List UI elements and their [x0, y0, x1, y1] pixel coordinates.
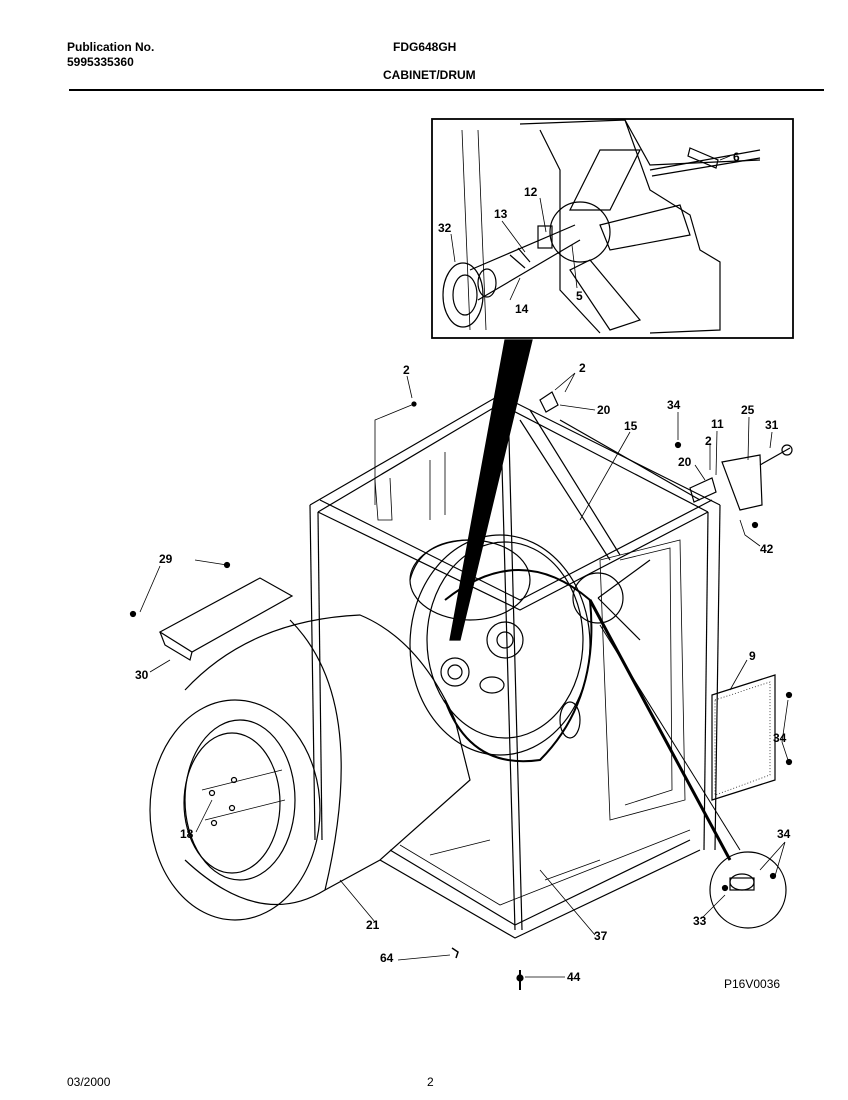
callout-2-right: 2 — [705, 434, 712, 448]
callout-44: 44 — [567, 970, 581, 984]
header-rule — [69, 89, 824, 91]
callout-14: 14 — [515, 302, 529, 316]
callout-2-top: 2 — [579, 361, 586, 375]
diagram-code: P16V0036 — [724, 977, 781, 991]
callout-42: 42 — [760, 542, 774, 556]
drum-rear — [409, 534, 651, 763]
callout-6: 6 — [733, 150, 740, 164]
callout-15: 15 — [624, 419, 638, 433]
callout-32: 32 — [438, 221, 452, 235]
callout-34-bottom: 34 — [777, 827, 791, 841]
sensor-detail — [709, 851, 787, 929]
callout-25: 25 — [741, 403, 755, 417]
inset-detail — [431, 118, 794, 339]
callout-34-right: 34 — [773, 731, 787, 745]
callout-30: 30 — [135, 668, 149, 682]
callout-37: 37 — [594, 929, 608, 943]
page-number: 2 — [427, 1075, 434, 1089]
callout-13: 13 — [494, 207, 508, 221]
section-title: CABINET/DRUM — [383, 68, 476, 82]
inset-pointer — [449, 339, 533, 641]
callout-2-left: 2 — [403, 363, 410, 377]
footer-date: 03/2000 — [67, 1075, 111, 1089]
callout-21: 21 — [366, 918, 380, 932]
model-number: FDG648GH — [393, 40, 457, 54]
callout-31: 31 — [765, 418, 779, 432]
callout-34-top: 34 — [667, 398, 681, 412]
callout-9: 9 — [749, 649, 756, 663]
callout-29: 29 — [159, 552, 173, 566]
callout-20-top: 20 — [597, 403, 611, 417]
callout-5: 5 — [576, 289, 583, 303]
callout-33: 33 — [693, 914, 707, 928]
front-baffle — [129, 559, 294, 661]
callout-12: 12 — [524, 185, 538, 199]
publication-label: Publication No. — [67, 40, 155, 54]
rear-panel-9 — [711, 674, 793, 801]
callout-18: 18 — [180, 827, 194, 841]
callout-20-right: 20 — [678, 455, 692, 469]
publication-number: 5995335360 — [67, 55, 134, 69]
cabinet-frame — [309, 394, 721, 939]
callout-11: 11 — [711, 417, 724, 431]
leader-lines — [149, 372, 789, 978]
top-right-brackets — [374, 391, 793, 529]
drum — [149, 614, 471, 921]
callout-64: 64 — [380, 951, 394, 965]
